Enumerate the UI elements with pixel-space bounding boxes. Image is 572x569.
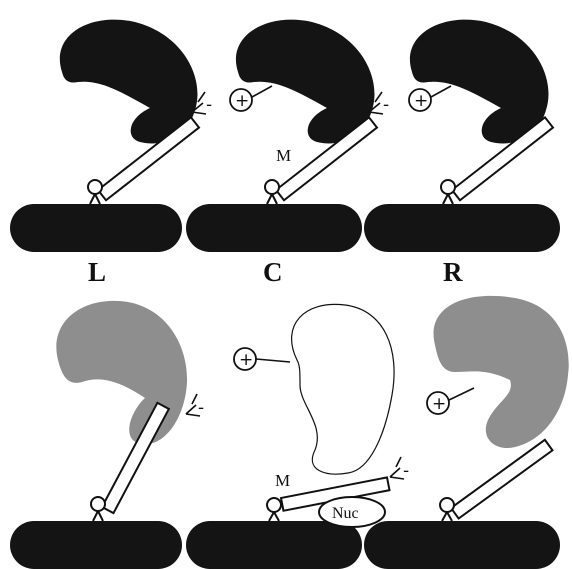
charge-link [431,86,451,97]
actin-subunit [186,204,362,252]
attachment-node [440,498,454,512]
marker-m-top: M [276,146,291,165]
actin-filament-top [10,204,560,252]
charge-link [252,86,272,97]
minus-sign: - [383,95,389,115]
actin-filament-bottom [10,521,560,569]
attachment-node [265,180,279,194]
myosin-head-grey [434,296,569,448]
actin-subunit [10,521,182,569]
myosin-head-grey [56,301,187,444]
charge-link [449,388,474,400]
crossbridge-top-right: + [409,20,553,204]
panel-label-right: R [443,257,463,287]
attachment-foot [442,512,452,521]
attachment-foot [90,194,100,204]
plus-sign: + [239,350,253,370]
attachment-foot [269,512,279,521]
myosin-head-dark [236,20,375,144]
attachment-node [91,497,105,511]
minus-sign: - [198,398,204,418]
actin-subunit [186,521,362,569]
plus-sign: + [414,91,428,111]
actin-subunit [364,521,560,569]
minus-sign: - [403,461,409,481]
lever-arm [451,440,552,519]
charge-link [256,359,290,362]
crossbridge-bottom-center: + - M Nuc [234,304,409,527]
plus-sign: + [432,394,446,414]
attachment-foot [93,511,103,521]
fork-tag [390,457,404,479]
myosin-head-dark [60,20,198,144]
crossbridge-top-center: + - M [230,20,389,204]
marker-m-bottom: M [275,471,290,490]
crossbridge-bottom-right: + [427,296,569,521]
myosin-head-dark [410,20,549,144]
myosin-head-outline [292,304,394,474]
actin-subunit [364,204,560,252]
attachment-foot [443,194,453,204]
minus-sign: - [206,95,212,115]
plus-sign: + [235,91,249,111]
attachment-node [88,180,102,194]
panel-label-center: C [263,257,283,287]
attachment-foot [267,194,277,204]
panel-label-left: L [88,257,106,287]
actin-subunit [10,204,182,252]
crossbridge-top-left: - [60,20,212,204]
attachment-node [267,498,281,512]
attachment-node [441,180,455,194]
crossbridge-bottom-left: - [56,301,204,521]
nucleotide-label: Nuc [332,505,359,522]
